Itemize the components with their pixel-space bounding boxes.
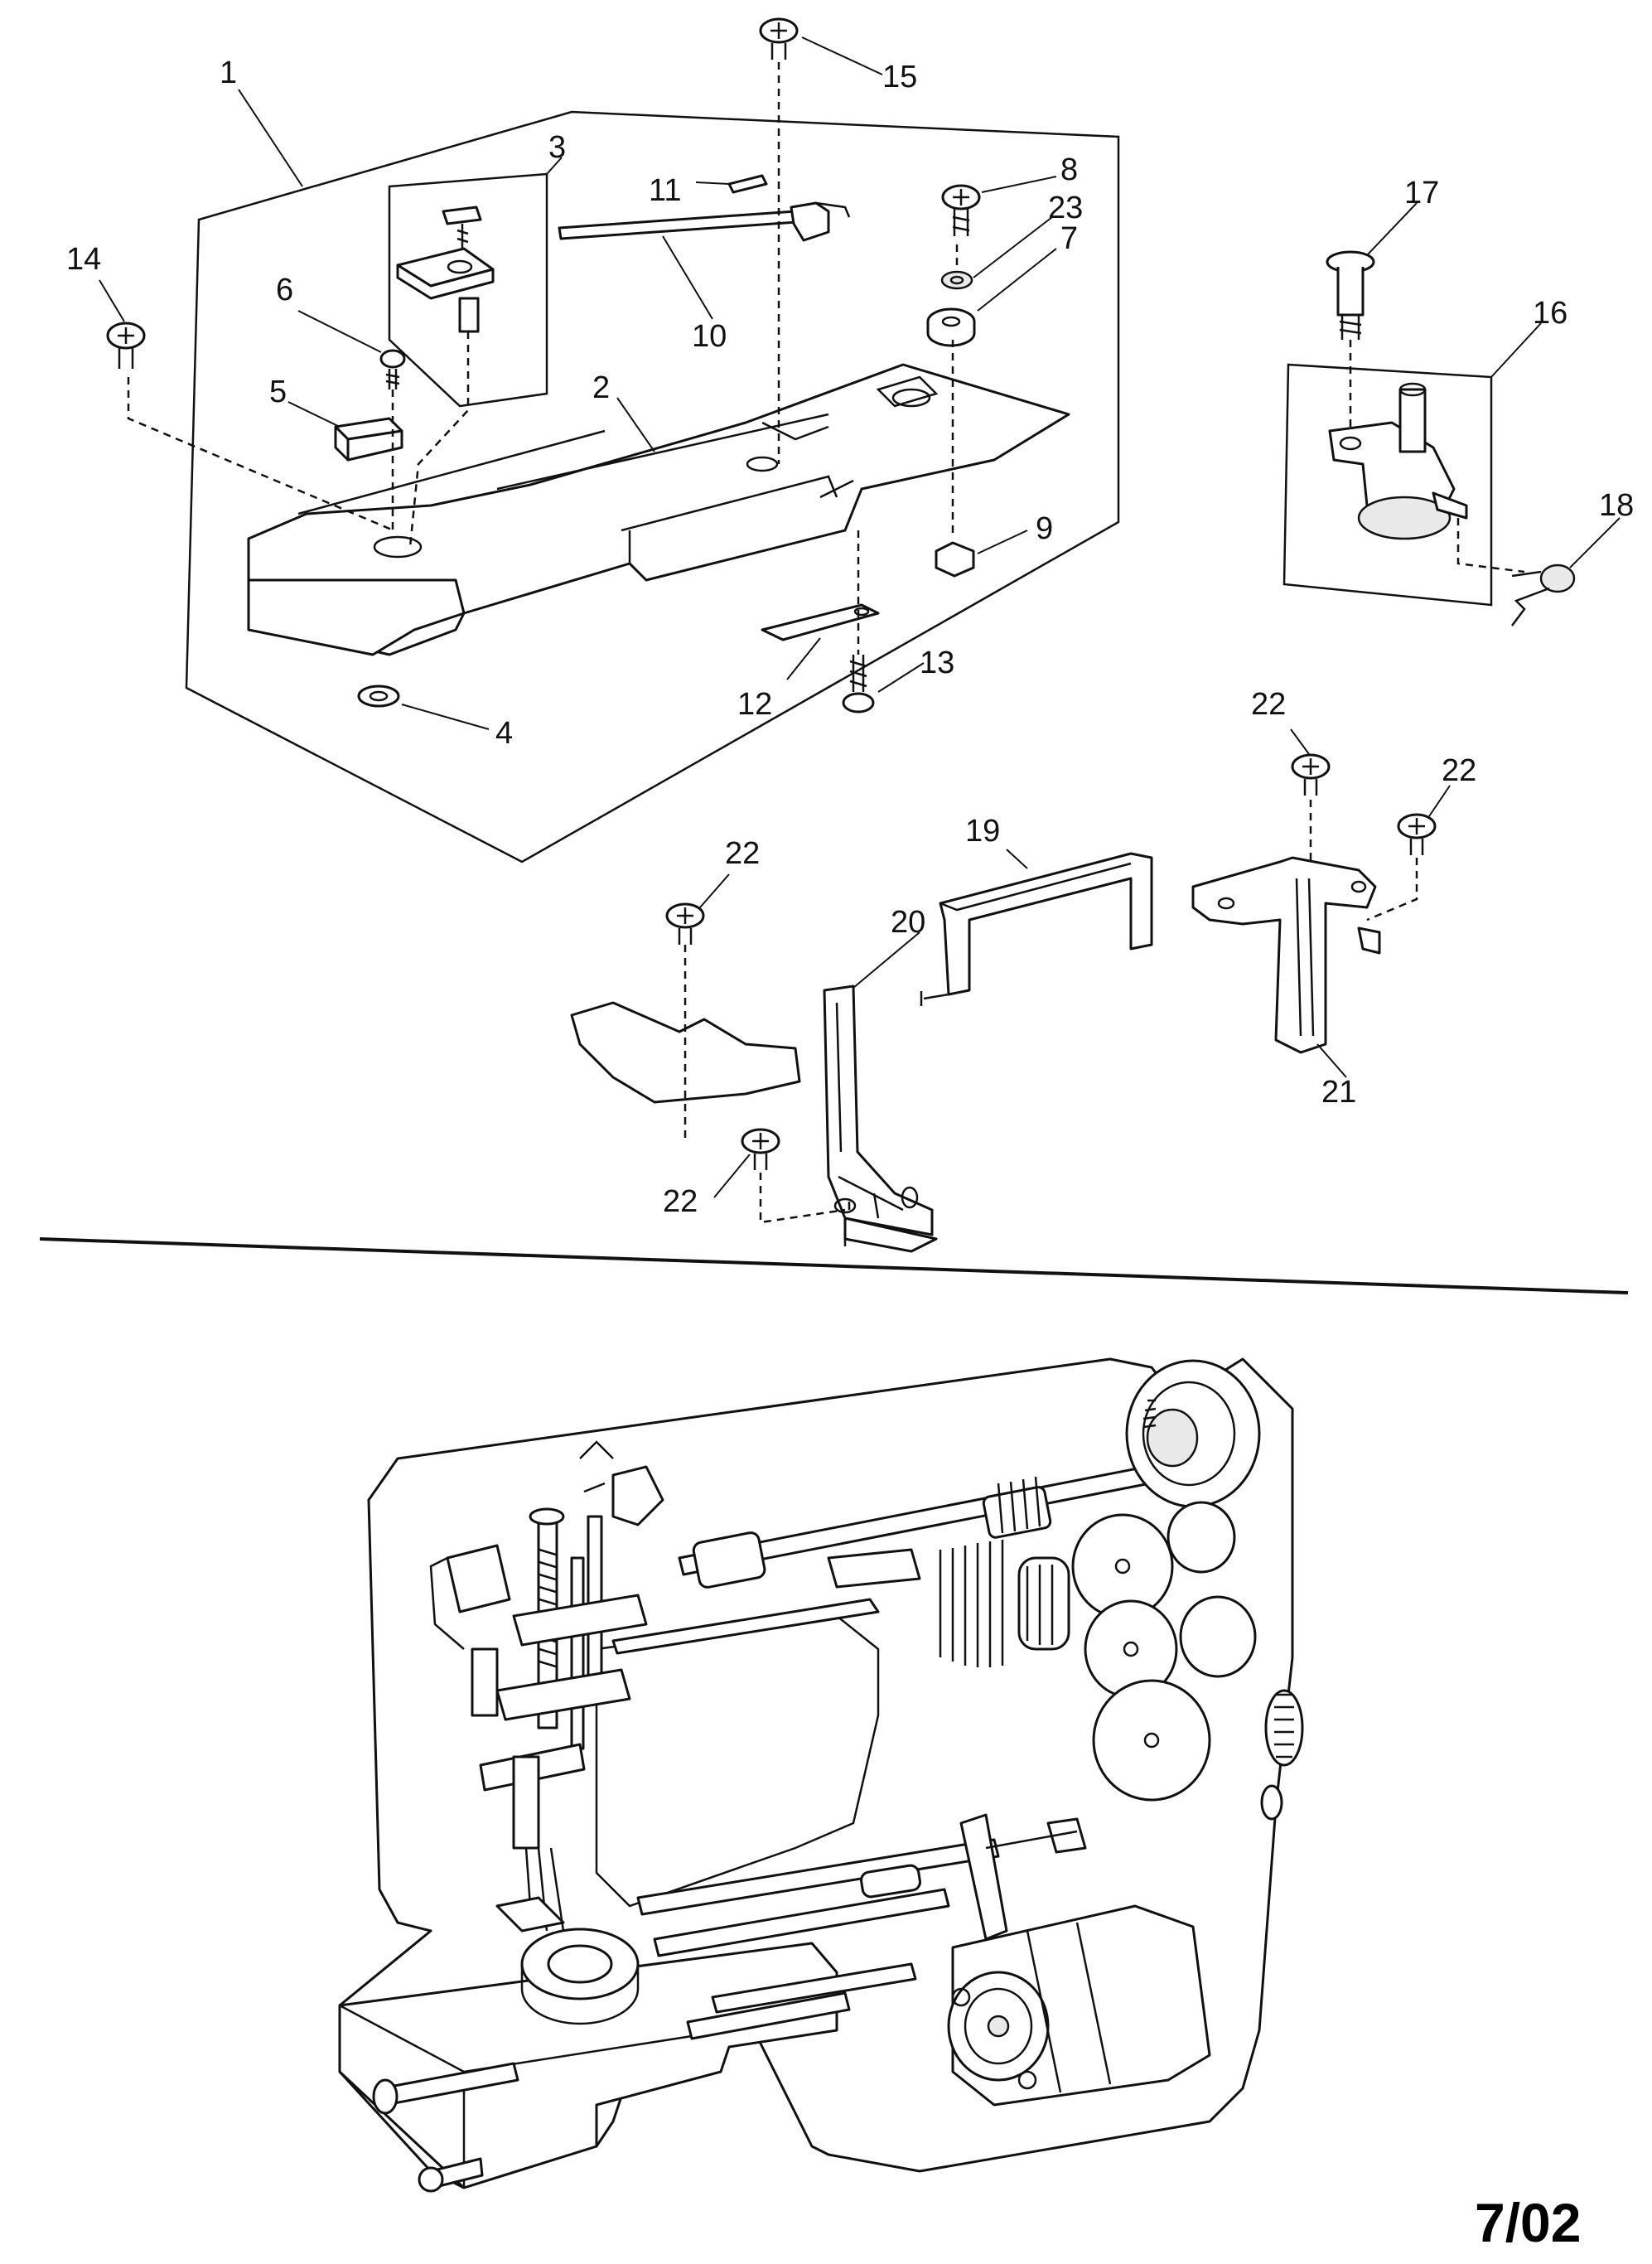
part-22-screw-d [741, 1128, 780, 1170]
callout-11: 11 [649, 173, 681, 208]
sheet-label: 7/02 [1475, 2192, 1581, 2253]
part-23-washer [940, 270, 973, 290]
part-3-boundary [388, 172, 548, 408]
callout-16: 16 [1533, 296, 1567, 331]
callout-10: 10 [692, 319, 727, 354]
part-20-bracket [570, 984, 938, 1253]
part-10-shaft [558, 201, 851, 242]
part-15-screw [759, 17, 799, 60]
callout-12: 12 [737, 687, 772, 722]
callout-7: 7 [1060, 221, 1078, 256]
callout-20: 20 [891, 905, 925, 940]
part-9-nut [935, 541, 975, 578]
assembly-guides-16 [1349, 340, 1525, 573]
callout-17: 17 [1404, 176, 1439, 210]
part-16-bracket [1328, 382, 1468, 540]
part-17-pin [1326, 250, 1375, 340]
part-12-strip [761, 603, 880, 641]
callout-9: 9 [1036, 511, 1053, 546]
part-2-cover-plate [247, 363, 1070, 656]
callout-6: 6 [276, 273, 293, 307]
callout-15: 15 [882, 60, 917, 94]
part-4-washer [357, 685, 400, 708]
part-18-spring [1511, 564, 1576, 626]
assembly-16-boundary [1282, 363, 1493, 607]
callout-19: 19 [965, 814, 1000, 849]
callout-22-c: 22 [725, 836, 760, 871]
assembly-1-boundary [185, 110, 1120, 864]
callout-22-a: 22 [1251, 687, 1286, 722]
part-22-screw-c [665, 902, 705, 945]
callout-5: 5 [269, 375, 287, 409]
part-22-screw-b [1397, 813, 1437, 855]
callout-22-b: 22 [1442, 753, 1476, 788]
callout-2: 2 [592, 370, 610, 405]
callout-21: 21 [1321, 1075, 1356, 1110]
callout-23: 23 [1048, 191, 1083, 225]
assembly-guides-1 [127, 62, 959, 655]
assembly-guides-brackets [684, 800, 1418, 1251]
part-3 [396, 206, 495, 333]
part-22-screw-a [1291, 753, 1331, 796]
part-6-screw [379, 349, 406, 389]
section-divider [39, 1237, 1629, 1294]
callout-18: 18 [1599, 488, 1634, 523]
callout-3: 3 [548, 130, 566, 165]
callout-1: 1 [220, 56, 237, 90]
callout-14: 14 [66, 242, 101, 277]
callout-8: 8 [1060, 152, 1078, 187]
part-19-bar [920, 852, 1153, 1006]
callout-13: 13 [920, 646, 954, 680]
sewing-machine-illustration [338, 1357, 1304, 2193]
callout-labels: 1 2 3 4 5 6 7 8 9 10 11 12 13 14 15 16 1… [66, 56, 1634, 1219]
part-13-screw [842, 655, 875, 714]
part-11-pin [727, 174, 768, 194]
part-8-screw [941, 184, 981, 236]
part-14-screw [106, 322, 146, 369]
part-5-clip [334, 417, 403, 462]
part-21-bracket [1191, 856, 1381, 1054]
leader-lines [99, 36, 1621, 1198]
callout-4: 4 [495, 716, 513, 751]
callout-22-d: 22 [663, 1184, 698, 1219]
part-7-bushing [926, 307, 976, 347]
